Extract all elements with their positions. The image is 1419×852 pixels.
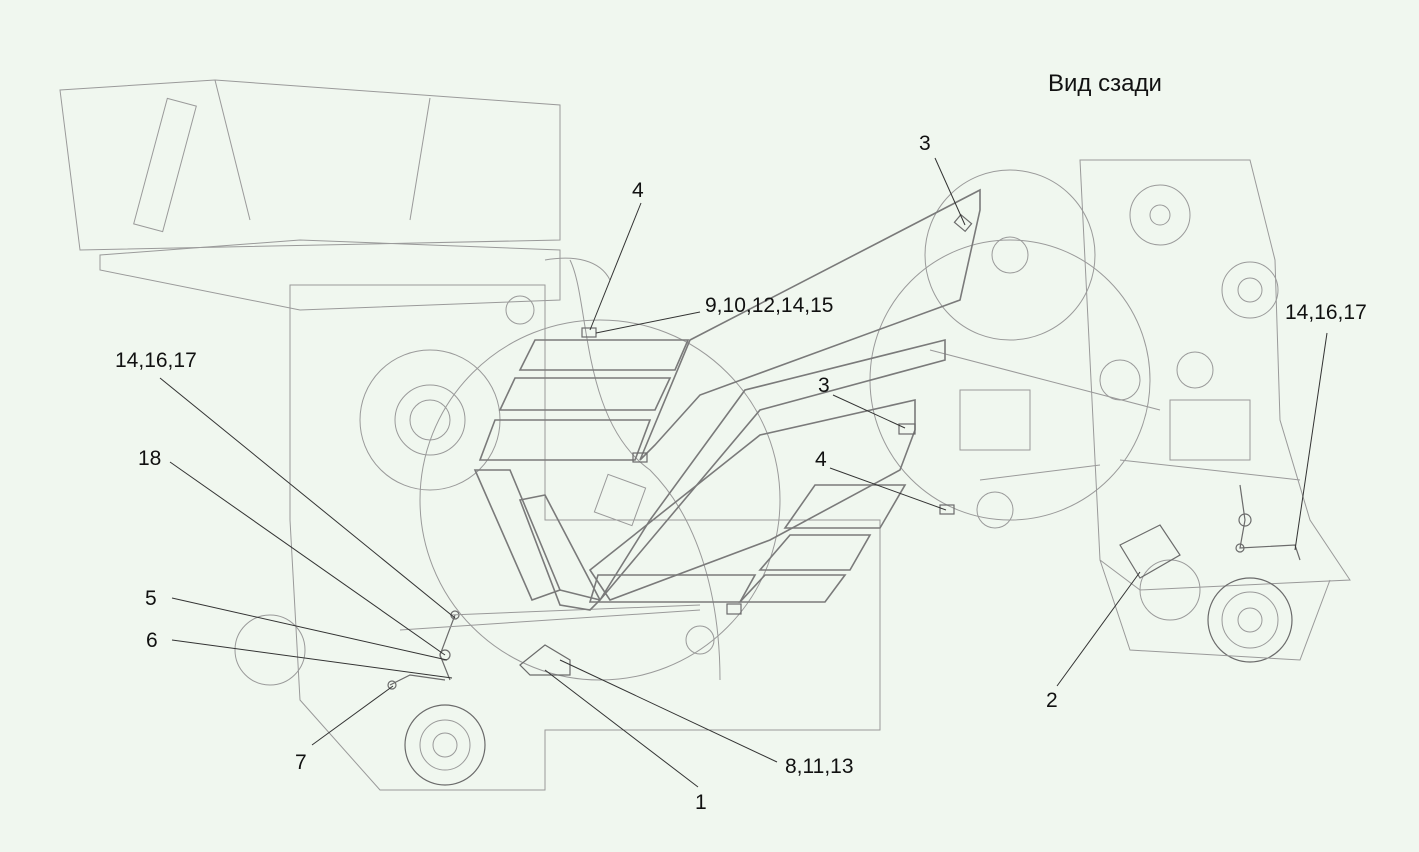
callout-4-top: 4 [632, 179, 644, 202]
callout-14-16-17-left: 14,16,17 [115, 349, 197, 372]
callout-6: 6 [146, 629, 158, 652]
callout-1: 1 [695, 791, 707, 814]
callout-5: 5 [145, 587, 157, 610]
right-machine [869, 159, 1351, 663]
callout-3-mid: 3 [818, 374, 830, 397]
callout-3-top: 3 [919, 132, 931, 155]
callout-7: 7 [295, 751, 307, 774]
callout-14-16-17-right: 14,16,17 [1285, 301, 1367, 324]
callout-18: 18 [138, 447, 162, 470]
callout-8-11-13: 8,11,13 [785, 755, 854, 778]
callout-4-mid: 4 [815, 448, 827, 471]
leader-lines [159, 157, 1328, 788]
flow-chevrons [473, 188, 981, 611]
left-machine [59, 79, 881, 791]
sensor-markers [581, 213, 973, 615]
callout-2: 2 [1046, 689, 1058, 712]
view-title: Вид сзади [1048, 70, 1162, 97]
callout-9-10-12-14-15: 9,10,12,14,15 [705, 294, 834, 317]
